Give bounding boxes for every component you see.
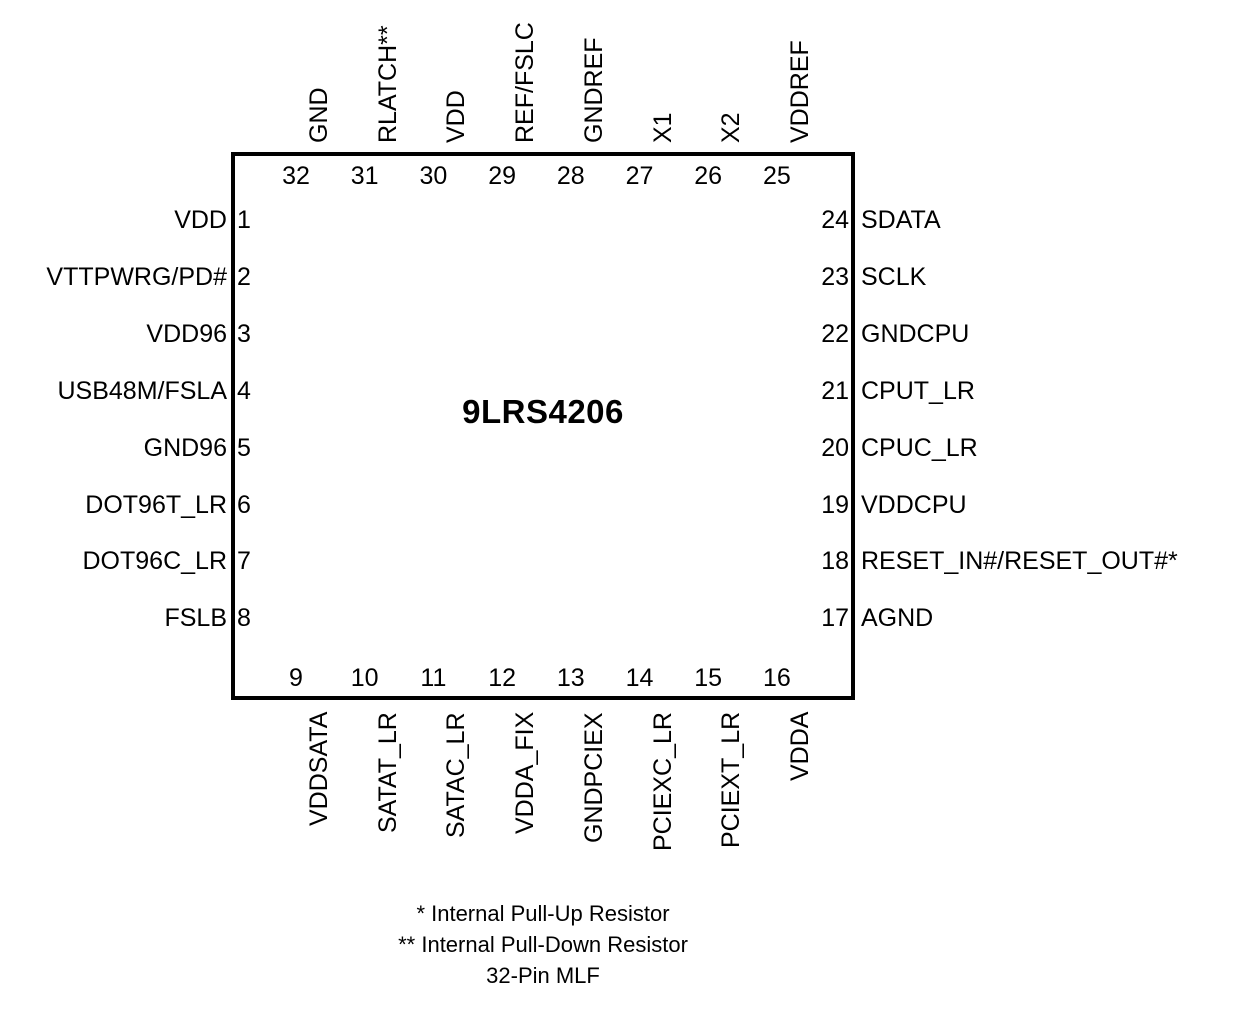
pin-number-26: 26 xyxy=(694,162,723,190)
pin-number-31: 31 xyxy=(350,162,379,190)
pin-number-17: 17 xyxy=(821,604,849,633)
pin-number-21: 21 xyxy=(821,376,849,405)
pin-number-28: 28 xyxy=(556,162,585,190)
pin-number-8: 8 xyxy=(237,604,251,633)
pin-number-4: 4 xyxy=(237,376,251,405)
pin-label-10: SATAT_LR xyxy=(373,712,402,833)
pin-label-19: VDDCPU xyxy=(861,490,967,519)
pin-label-26: X2 xyxy=(717,112,746,143)
pin-label-13: GNDPCIEX xyxy=(579,712,608,843)
pin-number-20: 20 xyxy=(821,433,849,462)
pin-number-19: 19 xyxy=(821,490,849,519)
pin-number-23: 23 xyxy=(821,262,849,291)
chip-body-outline xyxy=(231,152,855,700)
pin-number-3: 3 xyxy=(237,319,251,348)
pin-number-24: 24 xyxy=(821,206,849,234)
pin-number-10: 10 xyxy=(350,664,379,692)
pin-number-12: 12 xyxy=(488,664,516,692)
pin-label-27: X1 xyxy=(648,112,677,143)
pin-number-13: 13 xyxy=(556,664,585,692)
pin-number-11: 11 xyxy=(420,664,447,692)
pin-number-7: 7 xyxy=(237,547,251,576)
pin-label-21: CPUT_LR xyxy=(861,376,975,405)
pin-label-1: VDD xyxy=(174,206,227,234)
pin-label-25: VDDREF xyxy=(785,40,814,143)
pin-number-14: 14 xyxy=(625,664,654,692)
pin-label-31: RLATCH** xyxy=(373,25,402,143)
pin-label-32: GND xyxy=(305,87,333,143)
pin-number-6: 6 xyxy=(237,490,251,519)
pin-label-18: RESET_IN#/RESET_OUT#* xyxy=(861,547,1178,576)
pin-number-16: 16 xyxy=(762,664,791,692)
package-type-note: 32-Pin MLF xyxy=(486,963,600,988)
pin-label-29: REF/FSLC xyxy=(511,22,540,143)
pin-number-29: 29 xyxy=(488,162,516,190)
pin-label-8: FSLB xyxy=(164,604,227,633)
pin-label-28: GNDREF xyxy=(579,37,608,143)
pin-label-23: SCLK xyxy=(861,262,927,291)
pin-label-22: GNDCPU xyxy=(861,319,970,348)
pin-label-3: VDD96 xyxy=(146,319,227,348)
pin-number-32: 32 xyxy=(282,162,310,190)
pin-label-5: GND96 xyxy=(143,433,227,462)
pin-number-2: 2 xyxy=(237,262,251,291)
pin-number-15: 15 xyxy=(694,664,723,692)
pin-label-4: USB48M/FSLA xyxy=(57,376,227,405)
pin-label-2: VTTPWRG/PD# xyxy=(46,262,227,291)
part-number-label: 9LRS4206 xyxy=(462,393,624,430)
pin-number-1: 1 xyxy=(237,206,251,234)
pin-number-22: 22 xyxy=(821,319,849,348)
pin-label-17: AGND xyxy=(861,604,934,633)
pin-label-24: SDATA xyxy=(861,206,941,234)
footnote-pulldown: ** Internal Pull-Down Resistor xyxy=(398,932,688,957)
pin-label-11: SATAC_LR xyxy=(442,712,471,838)
pin-label-7: DOT96C_LR xyxy=(82,547,228,576)
footnote-pullup: * Internal Pull-Up Resistor xyxy=(416,901,670,926)
pin-label-14: PCIEXC_LR xyxy=(648,712,677,851)
pin-label-15: PCIEXT_LR xyxy=(717,711,746,848)
pin-number-9: 9 xyxy=(289,664,303,692)
pin-number-30: 30 xyxy=(419,162,448,190)
pin-label-30: VDD xyxy=(442,90,471,143)
pin-label-20: CPUC_LR xyxy=(861,433,978,462)
pin-number-27: 27 xyxy=(625,162,654,190)
pin-number-5: 5 xyxy=(237,433,251,462)
pin-label-6: DOT96T_LR xyxy=(85,490,227,519)
pin-number-18: 18 xyxy=(821,547,849,576)
pin-label-12: VDDA_FIX xyxy=(511,711,540,834)
pin-label-16: VDDA xyxy=(785,711,814,781)
footnotes-block: * Internal Pull-Up Resistor ** Internal … xyxy=(231,898,855,991)
pin-number-25: 25 xyxy=(762,162,791,190)
pin-label-9: VDDSATA xyxy=(305,711,333,826)
